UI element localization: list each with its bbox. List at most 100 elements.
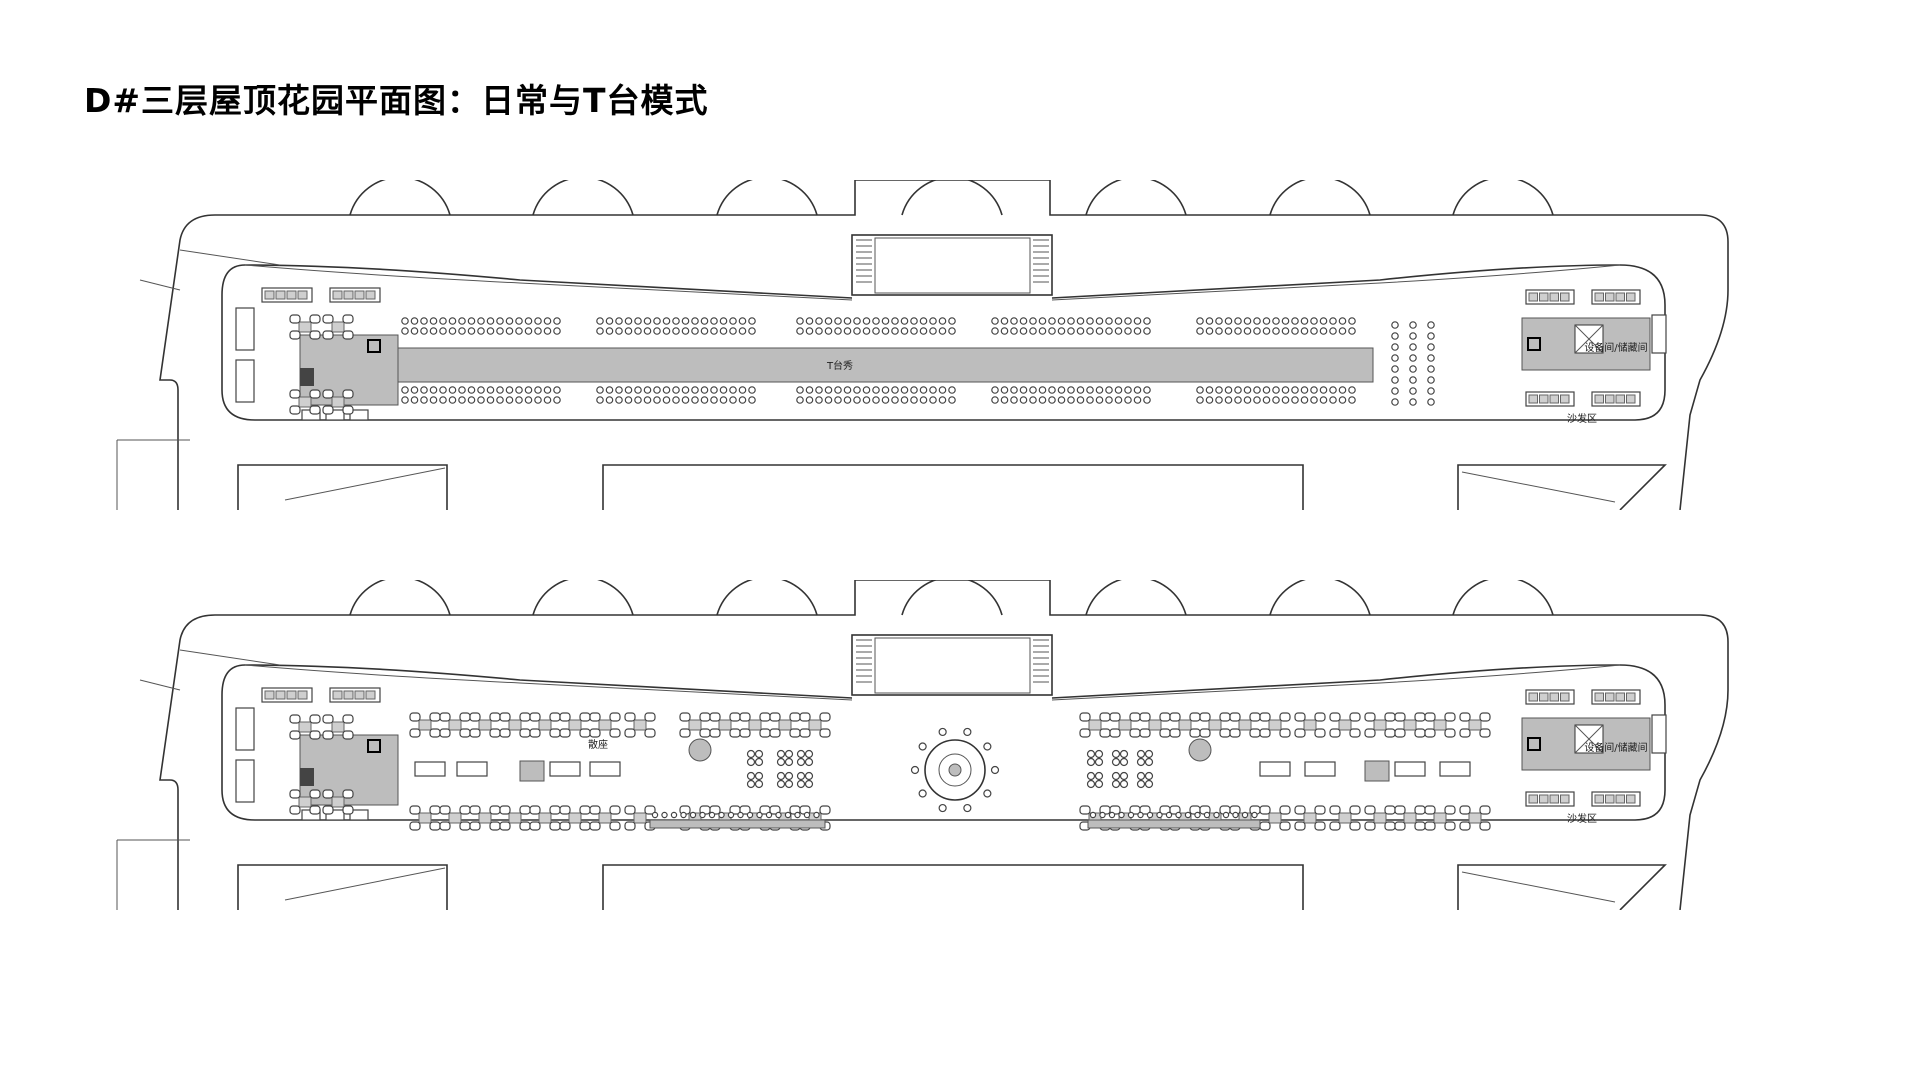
chair — [1459, 805, 1471, 815]
chair — [1099, 728, 1111, 738]
seat — [458, 317, 466, 325]
seat — [699, 811, 706, 819]
seat — [784, 771, 794, 781]
seat — [1175, 811, 1182, 819]
arch-bay — [901, 580, 1003, 616]
seat — [746, 749, 756, 759]
booth — [414, 761, 446, 777]
arch-bay — [1269, 580, 1371, 616]
runway-layout: T台秀 — [289, 314, 1435, 415]
sofa-cushion — [1528, 794, 1538, 804]
seat — [534, 317, 542, 325]
seat — [477, 317, 485, 325]
seat — [1076, 327, 1085, 335]
seat — [862, 396, 871, 404]
chair — [1414, 821, 1426, 831]
table — [1403, 812, 1417, 824]
table — [1303, 812, 1317, 824]
seat — [910, 396, 918, 404]
seat — [746, 757, 756, 767]
lower-wing-right — [1457, 864, 1667, 910]
seat — [1086, 749, 1096, 759]
chair — [1314, 821, 1326, 831]
seat — [643, 317, 652, 325]
chair — [549, 805, 561, 815]
arch-bay — [1085, 580, 1187, 616]
chair — [459, 821, 471, 831]
seat — [1409, 354, 1417, 362]
seat — [1253, 317, 1261, 325]
table — [1118, 719, 1132, 731]
chair — [289, 730, 301, 740]
sofa-cushion — [1549, 692, 1559, 702]
table — [298, 396, 312, 408]
chair — [1364, 821, 1376, 831]
chair — [789, 712, 801, 722]
table — [1373, 812, 1387, 824]
seat — [505, 386, 514, 394]
seat — [634, 327, 642, 335]
chair — [289, 805, 301, 815]
seat — [805, 327, 814, 335]
seat — [624, 327, 633, 335]
seat — [748, 317, 756, 325]
chair — [559, 728, 571, 738]
seat — [681, 327, 690, 335]
seat — [401, 396, 409, 404]
seat — [1329, 327, 1337, 335]
chair — [559, 805, 571, 815]
chair — [309, 805, 321, 815]
seat — [938, 386, 947, 394]
seat — [553, 317, 561, 325]
chair — [644, 805, 656, 815]
equipment-room-label: 设备间/储藏间 — [1584, 341, 1647, 354]
chair — [1219, 728, 1231, 738]
seat — [1143, 396, 1151, 404]
chair — [439, 728, 451, 738]
chair — [489, 805, 501, 815]
seat — [643, 327, 652, 335]
chair — [769, 728, 781, 738]
seat — [524, 327, 533, 335]
table — [1178, 719, 1192, 731]
sofa-cushion — [1560, 394, 1570, 404]
seat — [710, 386, 718, 394]
arch-bay — [1269, 180, 1371, 216]
seat — [1391, 376, 1399, 384]
arch-bay — [532, 180, 634, 216]
seat — [672, 396, 680, 404]
seat — [796, 771, 806, 781]
lower-wing-left — [237, 864, 448, 910]
sofa-cushion — [332, 690, 343, 700]
seat — [1143, 386, 1151, 394]
seat — [729, 317, 737, 325]
seat — [1409, 332, 1417, 340]
sofa-area-label: 沙发区 — [1567, 812, 1597, 825]
sofa-cushion — [354, 690, 365, 700]
chair — [1249, 712, 1261, 722]
table — [1468, 812, 1482, 824]
chair — [1169, 712, 1181, 722]
seat — [467, 317, 476, 325]
chair — [609, 712, 621, 722]
sofa-cushion — [365, 290, 376, 300]
sofa-cushion — [1549, 794, 1559, 804]
chair — [289, 714, 301, 724]
seat — [615, 317, 623, 325]
table — [1268, 812, 1282, 824]
booth — [589, 761, 621, 777]
seat — [1105, 327, 1113, 335]
seat — [748, 327, 756, 335]
chair — [579, 821, 591, 831]
chair — [322, 805, 334, 815]
terrace-edge — [244, 664, 1621, 701]
seat — [1243, 396, 1252, 404]
chair — [609, 805, 621, 815]
table — [1303, 719, 1317, 731]
chair — [1329, 821, 1341, 831]
seat — [624, 396, 633, 404]
chair — [519, 728, 531, 738]
chair — [1189, 728, 1201, 738]
chair — [589, 728, 601, 738]
seat — [496, 396, 504, 404]
